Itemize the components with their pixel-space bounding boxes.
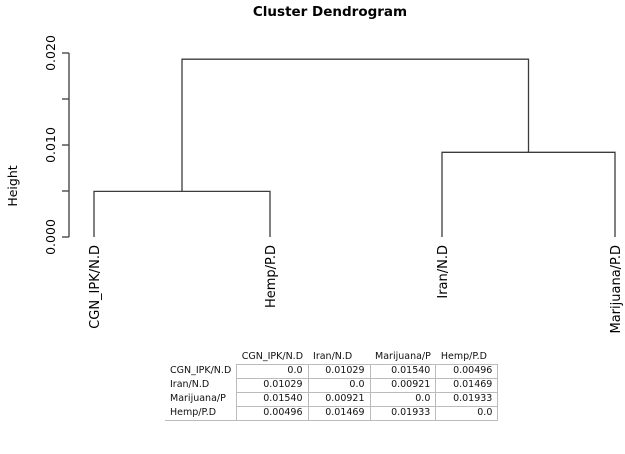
- table-cell: 0.01469: [435, 377, 499, 393]
- leaf-label-hemp: Hemp/P.D: [264, 245, 279, 308]
- leaf-label-marijuana: Marijuana/P.D: [609, 245, 624, 334]
- table-cell: 0.01933: [369, 405, 437, 421]
- table-cell: 0.00496: [236, 405, 309, 421]
- column-header-iran: Iran/N.D: [308, 350, 371, 365]
- y-axis-label: Height: [5, 165, 20, 206]
- link-iran-marijuana: [441, 151, 616, 237]
- table-body: CGN_IPK/N.D 0.0 0.01029 0.01540 0.00496 …: [165, 363, 499, 421]
- table-row: Marijuana/P 0.01540 0.00921 0.0 0.01933: [165, 391, 499, 407]
- y-tick-label-0-000: 0.000: [43, 219, 58, 255]
- table-row: CGN_IPK/N.D 0.0 0.01029 0.01540 0.00496: [165, 363, 499, 379]
- table-cell: 0.01540: [236, 391, 309, 407]
- table-cell: 0.01933: [435, 391, 499, 407]
- link-cgnipk-hemp: [93, 190, 271, 237]
- table-cell: 0.01029: [236, 377, 309, 393]
- y-tick-label-0-010: 0.010: [43, 127, 58, 163]
- distance-matrix-table: CGN_IPK/N.D Iran/N.D Marijuana/P Hemp/P.…: [165, 350, 499, 421]
- table-row: Hemp/P.D 0.00496 0.01469 0.01933 0.0: [165, 405, 499, 421]
- table-header-row: CGN_IPK/N.D Iran/N.D Marijuana/P Hemp/P.…: [165, 350, 498, 365]
- y-tick-label-0-020: 0.020: [43, 35, 58, 71]
- link-root: [181, 58, 530, 192]
- table-corner-cell: [165, 350, 237, 364]
- table-cell: 0.0: [435, 405, 499, 421]
- table-header: CGN_IPK/N.D Iran/N.D Marijuana/P Hemp/P.…: [165, 350, 498, 365]
- dendrogram-links: [93, 58, 616, 237]
- table-cell: 0.00496: [435, 363, 499, 379]
- column-header-marijuana: Marijuana/P: [370, 350, 436, 365]
- table-cell: 0.01540: [369, 363, 437, 379]
- row-header-hemp: Hemp/P.D: [165, 406, 238, 421]
- table-cell: 0.0: [369, 391, 437, 407]
- column-header-cgn-ipk: CGN_IPK/N.D: [236, 350, 309, 365]
- row-header-marijuana: Marijuana/P: [165, 392, 238, 406]
- page-title: Cluster Dendrogram: [253, 4, 407, 20]
- table-cell: 0.0: [236, 363, 309, 379]
- leaf-label-cgn-ipk: CGN_IPK/N.D: [88, 245, 103, 329]
- row-header-iran: Iran/N.D: [165, 378, 238, 392]
- table-cell: 0.0: [307, 377, 371, 393]
- leaf-label-iran: Iran/N.D: [436, 245, 451, 299]
- column-header-hemp: Hemp/P.D: [435, 350, 498, 365]
- table-row: Iran/N.D 0.01029 0.0 0.00921 0.01469: [165, 377, 499, 393]
- table-cell: 0.01469: [307, 405, 371, 421]
- table-cell: 0.00921: [369, 377, 437, 393]
- table-cell: 0.01029: [307, 363, 371, 379]
- table-cell: 0.00921: [307, 391, 371, 407]
- row-header-cgn-ipk: CGN_IPK/N.D: [165, 364, 238, 378]
